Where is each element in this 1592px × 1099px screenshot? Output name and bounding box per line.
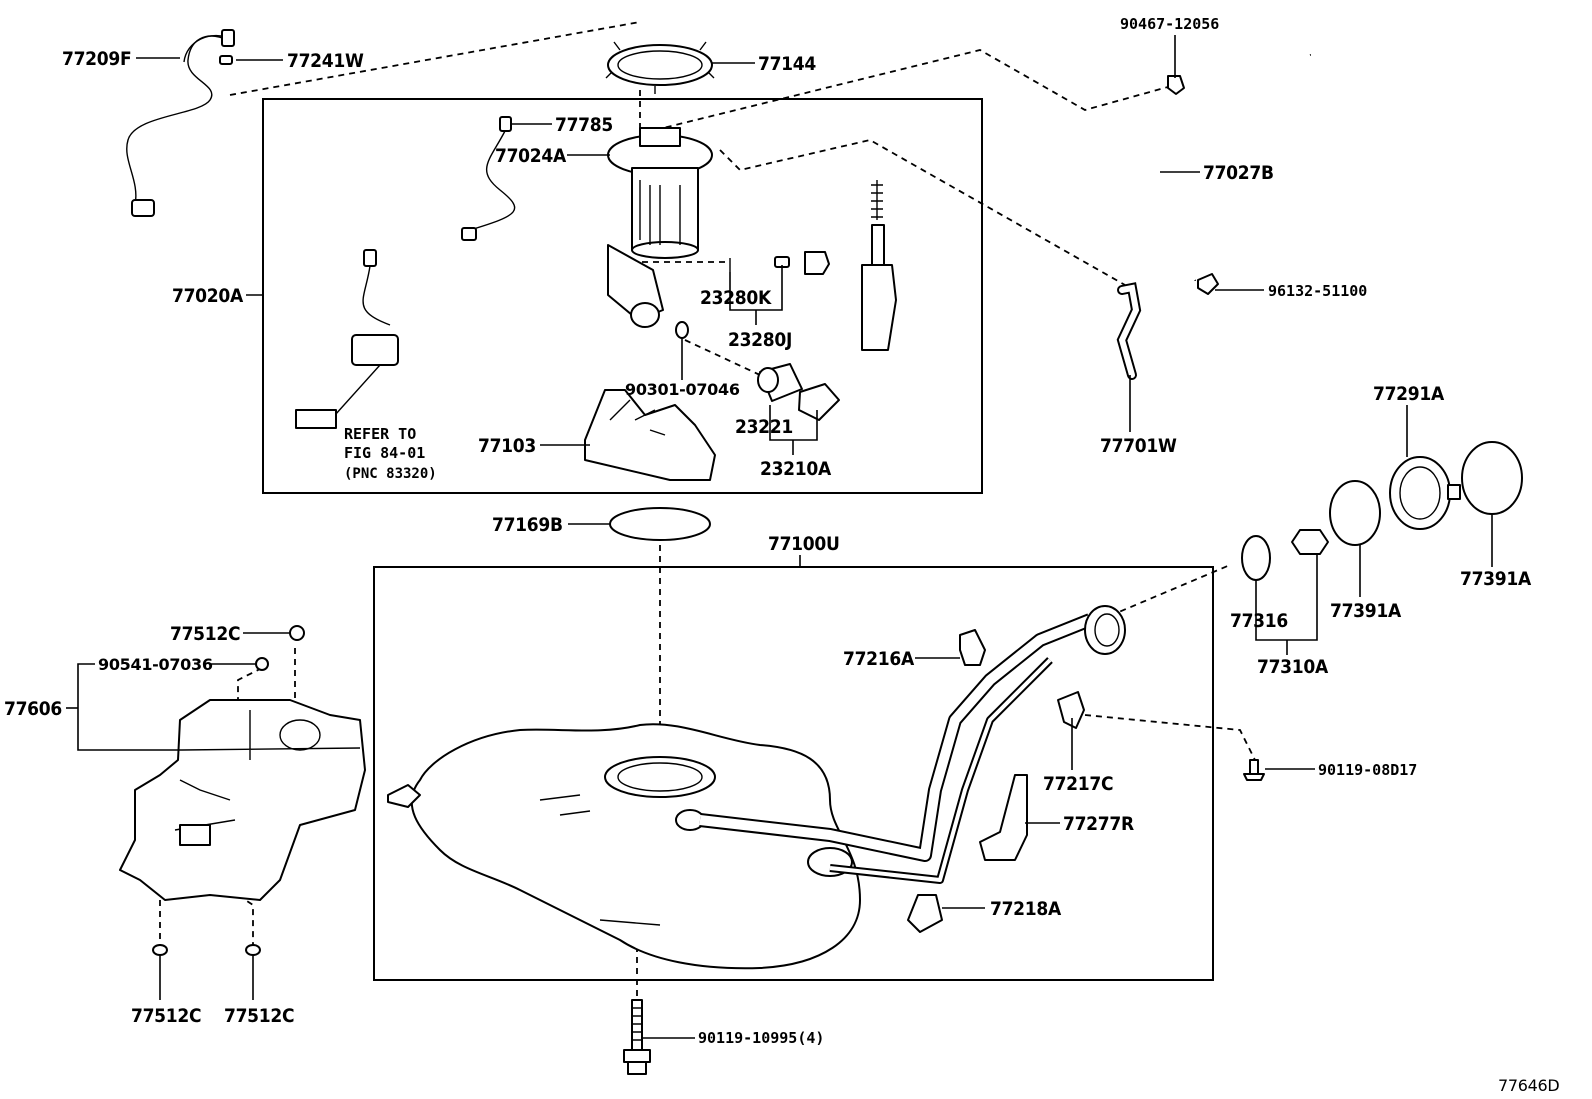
filler-neck-77291A xyxy=(1389,456,1461,530)
connector-77241W xyxy=(219,55,233,65)
callout-23221: 23221 xyxy=(735,416,793,438)
refer-note-line1: REFER TO xyxy=(344,425,416,443)
callout-77024A: 77024A xyxy=(495,145,567,167)
bolt-90119-08D17 xyxy=(1243,759,1265,781)
gasket-77169B xyxy=(609,507,711,541)
callout-77701W: 77701W xyxy=(1100,435,1177,457)
callout-77169B: 77169B xyxy=(492,514,563,536)
callout-77512C-right: 77512C xyxy=(224,1005,294,1027)
callout-77144: 77144 xyxy=(758,53,816,75)
o-ring-90301-07046 xyxy=(675,321,689,339)
callout-23210A: 23210A xyxy=(760,458,832,480)
breather-hose-77027B xyxy=(1147,52,1311,282)
callout-77027B: 77027B xyxy=(1203,162,1274,184)
wire-harness-77209F xyxy=(126,29,235,217)
callout-77316: 77316 xyxy=(1230,610,1288,632)
ring-77310A xyxy=(1291,529,1329,555)
callout-90119-10995: 90119-10995(4) xyxy=(698,1029,824,1047)
refer-note-line3: (PNC 83320) xyxy=(344,466,437,482)
bracket-77216A xyxy=(959,629,986,666)
leader-lines xyxy=(66,35,1493,1039)
callout-77216A: 77216A xyxy=(843,648,915,670)
callout-77241W: 77241W xyxy=(287,50,364,72)
sender-wire-77785 xyxy=(461,116,516,241)
callout-90301-07046: 90301-07046 xyxy=(625,380,740,399)
callout-77100U: 77100U xyxy=(768,533,840,555)
refer-note-line2: FIG 84-01 xyxy=(344,444,425,462)
callout-77512C-left: 77512C xyxy=(131,1005,201,1027)
bolt-90119-10995 xyxy=(623,999,651,1075)
sender-gauge xyxy=(861,180,897,351)
retainer-ring-77144 xyxy=(605,41,715,94)
callout-77785: 77785 xyxy=(555,114,613,136)
figure-code: 77646D xyxy=(1498,1076,1559,1095)
callout-77218A: 77218A xyxy=(990,898,1062,920)
callout-90119-08D17: 90119-08D17 xyxy=(1318,761,1417,779)
clip-90541-07036 xyxy=(255,657,269,671)
grommet-77512C-top xyxy=(289,625,305,641)
fuel-sender-reference xyxy=(295,249,399,429)
callout-77512C-top: 77512C xyxy=(170,623,240,645)
grommet-77512C-left xyxy=(152,944,168,956)
seal-77391A-inner xyxy=(1329,480,1381,546)
callout-77217C: 77217C xyxy=(1043,773,1113,795)
callout-77291A: 77291A xyxy=(1373,383,1445,405)
callout-labels: 77209F 77241W 77144 90467-12056 77785 77… xyxy=(4,15,1560,1095)
fuel-pump-assembly-frame xyxy=(262,98,983,494)
callout-90541-07036: 90541-07036 xyxy=(98,655,213,674)
ring-77316 xyxy=(1241,535,1271,581)
bracket-77218A xyxy=(907,894,943,933)
callout-77209F: 77209F xyxy=(62,48,131,70)
bracket-77277R xyxy=(979,774,1028,861)
hose-77701W xyxy=(1116,282,1142,380)
clamp-90467-12056 xyxy=(1167,75,1185,95)
fuel-pump-module-77024A xyxy=(607,127,713,328)
bracket-77217C xyxy=(1057,691,1085,729)
callout-77391A-inner: 77391A xyxy=(1330,600,1402,622)
grommet-77512C-right xyxy=(245,944,261,956)
callout-77391A-outer: 77391A xyxy=(1460,568,1532,590)
callout-77277R: 77277R xyxy=(1063,813,1134,835)
heat-protector-77606 xyxy=(119,699,366,901)
callout-77310A: 77310A xyxy=(1257,656,1329,678)
fuel-tank-assembly-frame xyxy=(373,566,1214,981)
fuel-tank-77100U xyxy=(387,605,1126,970)
clamp-96132-51100 xyxy=(1197,273,1219,295)
callout-77606: 77606 xyxy=(4,698,62,720)
callout-90467-12056: 90467-12056 xyxy=(1120,15,1219,33)
filter-parts-23280 xyxy=(729,251,830,275)
seal-77391A-outer xyxy=(1461,441,1523,515)
sub-tank-77103 xyxy=(584,389,716,481)
callout-77020A: 77020A xyxy=(172,285,244,307)
callout-77103: 77103 xyxy=(478,435,536,457)
callout-23280J: 23280J xyxy=(728,329,792,351)
callout-23280K: 23280K xyxy=(700,287,772,309)
fuel-pump-23221 xyxy=(757,363,840,421)
callout-96132-51100: 96132-51100 xyxy=(1268,282,1367,300)
